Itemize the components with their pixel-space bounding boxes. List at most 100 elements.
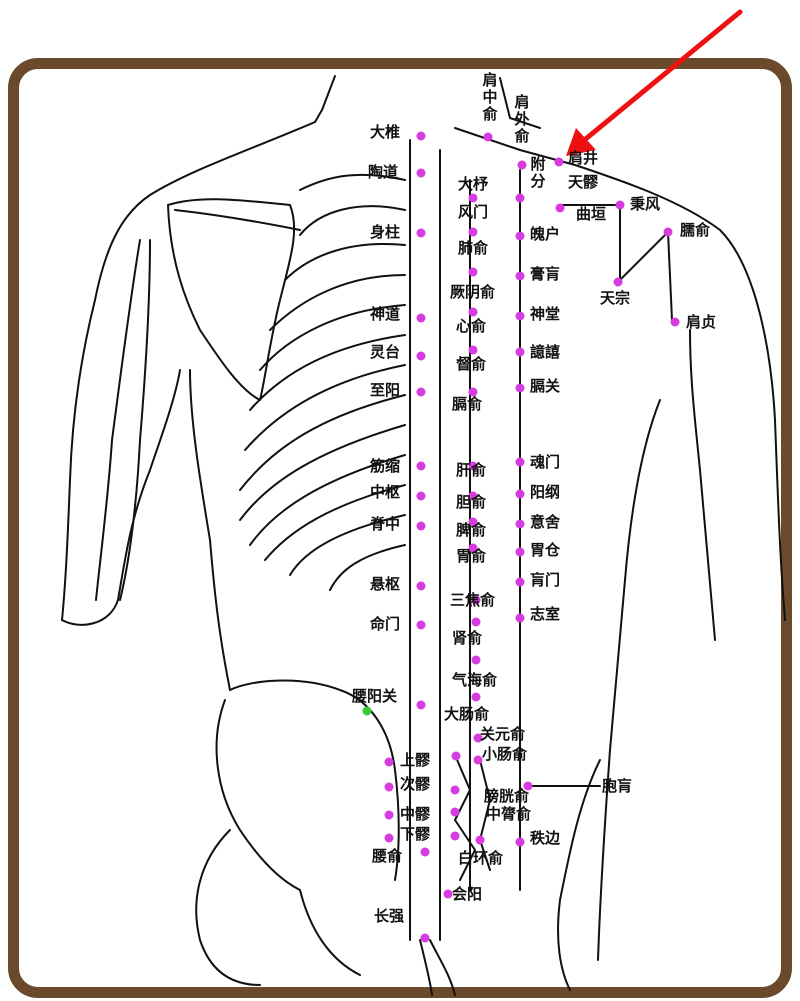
label-weicang: 胃仓 xyxy=(530,542,560,558)
label-jianjing: 肩井 xyxy=(568,150,598,166)
acupoint-dot xyxy=(484,133,493,142)
acupoint-dot xyxy=(518,161,527,170)
label-taodao: 陶道 xyxy=(368,164,398,180)
label-zhishi: 志室 xyxy=(530,606,560,622)
acupoint-dot xyxy=(472,618,481,627)
label-shenzhu: 身柱 xyxy=(370,224,400,240)
acupoint-dot xyxy=(417,388,426,397)
acupoint-dot xyxy=(476,836,485,845)
acupoint-dot xyxy=(555,158,564,167)
humerus-right-edge xyxy=(120,240,150,600)
label-yaoyangguan: 腰阳关 xyxy=(352,688,397,704)
label-tianliao: 天髎 xyxy=(568,174,598,190)
label-zhongshu: 中枢 xyxy=(370,484,400,500)
acupoint-dot xyxy=(516,384,525,393)
label-huangmen: 肓门 xyxy=(530,572,560,588)
acupoint-dot xyxy=(451,808,460,817)
label-dazhui: 大椎 xyxy=(370,124,400,140)
label-bingfeng: 秉风 xyxy=(630,196,660,212)
label-danshu: 胆俞 xyxy=(456,494,486,510)
acupoint-dot xyxy=(417,582,426,591)
label-feishu: 肺俞 xyxy=(458,240,488,256)
label-jinsuo: 筋缩 xyxy=(370,458,400,474)
label-sanjiaoshu: 三焦俞 xyxy=(450,592,495,608)
label-zhibian: 秩边 xyxy=(530,830,560,846)
label-hunmen: 魂门 xyxy=(530,454,560,470)
acupoint-dot xyxy=(516,838,525,847)
acupoint-dot xyxy=(671,318,680,327)
acupoint-dot xyxy=(516,548,525,557)
label-gaohuang: 膏肓 xyxy=(530,266,560,282)
pelvis-right xyxy=(558,760,600,990)
acupoint-dot xyxy=(417,352,426,361)
label-dushu: 督俞 xyxy=(456,356,486,372)
acupoint-dot xyxy=(516,520,525,529)
label-shangliao: 上髎 xyxy=(400,752,430,768)
acupoint-dot xyxy=(452,752,461,761)
label-quyuan: 曲垣 xyxy=(576,206,606,222)
acupoint-dot xyxy=(472,656,481,665)
label-jianzhen: 肩贞 xyxy=(686,314,716,330)
humerus-left xyxy=(96,240,140,600)
label-shenshu: 肾俞 xyxy=(452,630,482,646)
acupoint-dot xyxy=(469,194,478,203)
acupoint-dot-highlight xyxy=(363,707,372,716)
rib xyxy=(240,395,405,490)
scapula-spine xyxy=(175,210,300,230)
label-fufen: 附分 xyxy=(530,156,546,190)
label-fengmen: 风门 xyxy=(458,204,488,220)
label-zhiyang: 至阳 xyxy=(370,382,400,398)
label-xinshu: 心俞 xyxy=(456,318,486,334)
acupoint-dot xyxy=(417,522,426,531)
label-jianwaishu: 肩外俞 xyxy=(514,94,530,145)
label-geguan: 膈关 xyxy=(530,378,560,394)
acupoint-dot xyxy=(417,462,426,471)
acupoint-dot xyxy=(385,834,394,843)
label-baohuang: 胞肓 xyxy=(602,778,632,794)
acupoint-dot xyxy=(417,621,426,630)
acupoint-dot xyxy=(417,492,426,501)
acupoint-dot xyxy=(664,228,673,237)
label-weishu: 胃俞 xyxy=(456,548,486,564)
label-shentang: 神堂 xyxy=(530,306,560,322)
femur-left xyxy=(300,890,360,975)
label-jizhong: 脊中 xyxy=(370,516,400,532)
label-naoshu: 臑俞 xyxy=(680,222,710,238)
acupoint-dot xyxy=(516,194,525,203)
left-arm-inner-outline xyxy=(62,370,180,625)
acupoint-dot xyxy=(516,578,525,587)
acupoint-dot xyxy=(385,783,394,792)
acupoint-dot xyxy=(421,934,430,943)
label-dachangshu: 大肠俞 xyxy=(444,706,489,722)
acupoint-dot xyxy=(516,348,525,357)
left-scapula xyxy=(168,199,294,400)
pointer-arrow-icon xyxy=(566,12,740,156)
label-guanyuanshu: 关元俞 xyxy=(480,726,525,742)
acupoint-dot xyxy=(516,490,525,499)
acupoint-dot xyxy=(417,314,426,323)
label-pohu: 魄户 xyxy=(530,226,560,242)
label-jianzhongshu: 肩中俞 xyxy=(482,72,498,123)
coccyx-lines xyxy=(420,940,455,995)
label-geshu: 膈俞 xyxy=(452,396,482,412)
acupoint-dot xyxy=(469,268,478,277)
label-shendao: 神道 xyxy=(370,306,400,322)
label-lingtai: 灵台 xyxy=(370,344,400,360)
label-ganshu: 肝俞 xyxy=(456,462,486,478)
acupoint-dot xyxy=(451,832,460,841)
acupoint-dot xyxy=(516,614,525,623)
acupoint-dot xyxy=(614,278,623,287)
label-dazhu: 大杼 xyxy=(458,176,488,192)
label-tianzong: 天宗 xyxy=(600,290,630,306)
label-yanggang: 阳纲 xyxy=(530,484,560,500)
acupoint-dot xyxy=(417,229,426,238)
acupoint-dot xyxy=(469,346,478,355)
acupoint-dot xyxy=(417,169,426,178)
label-yishe: 意舍 xyxy=(530,514,560,530)
acupoint-dot xyxy=(385,811,394,820)
label-baihuanshu: 白环俞 xyxy=(458,850,503,866)
label-pishu: 脾俞 xyxy=(456,522,486,538)
acupoint-dot xyxy=(421,848,430,857)
label-xiaochangshu: 小肠俞 xyxy=(482,746,527,762)
